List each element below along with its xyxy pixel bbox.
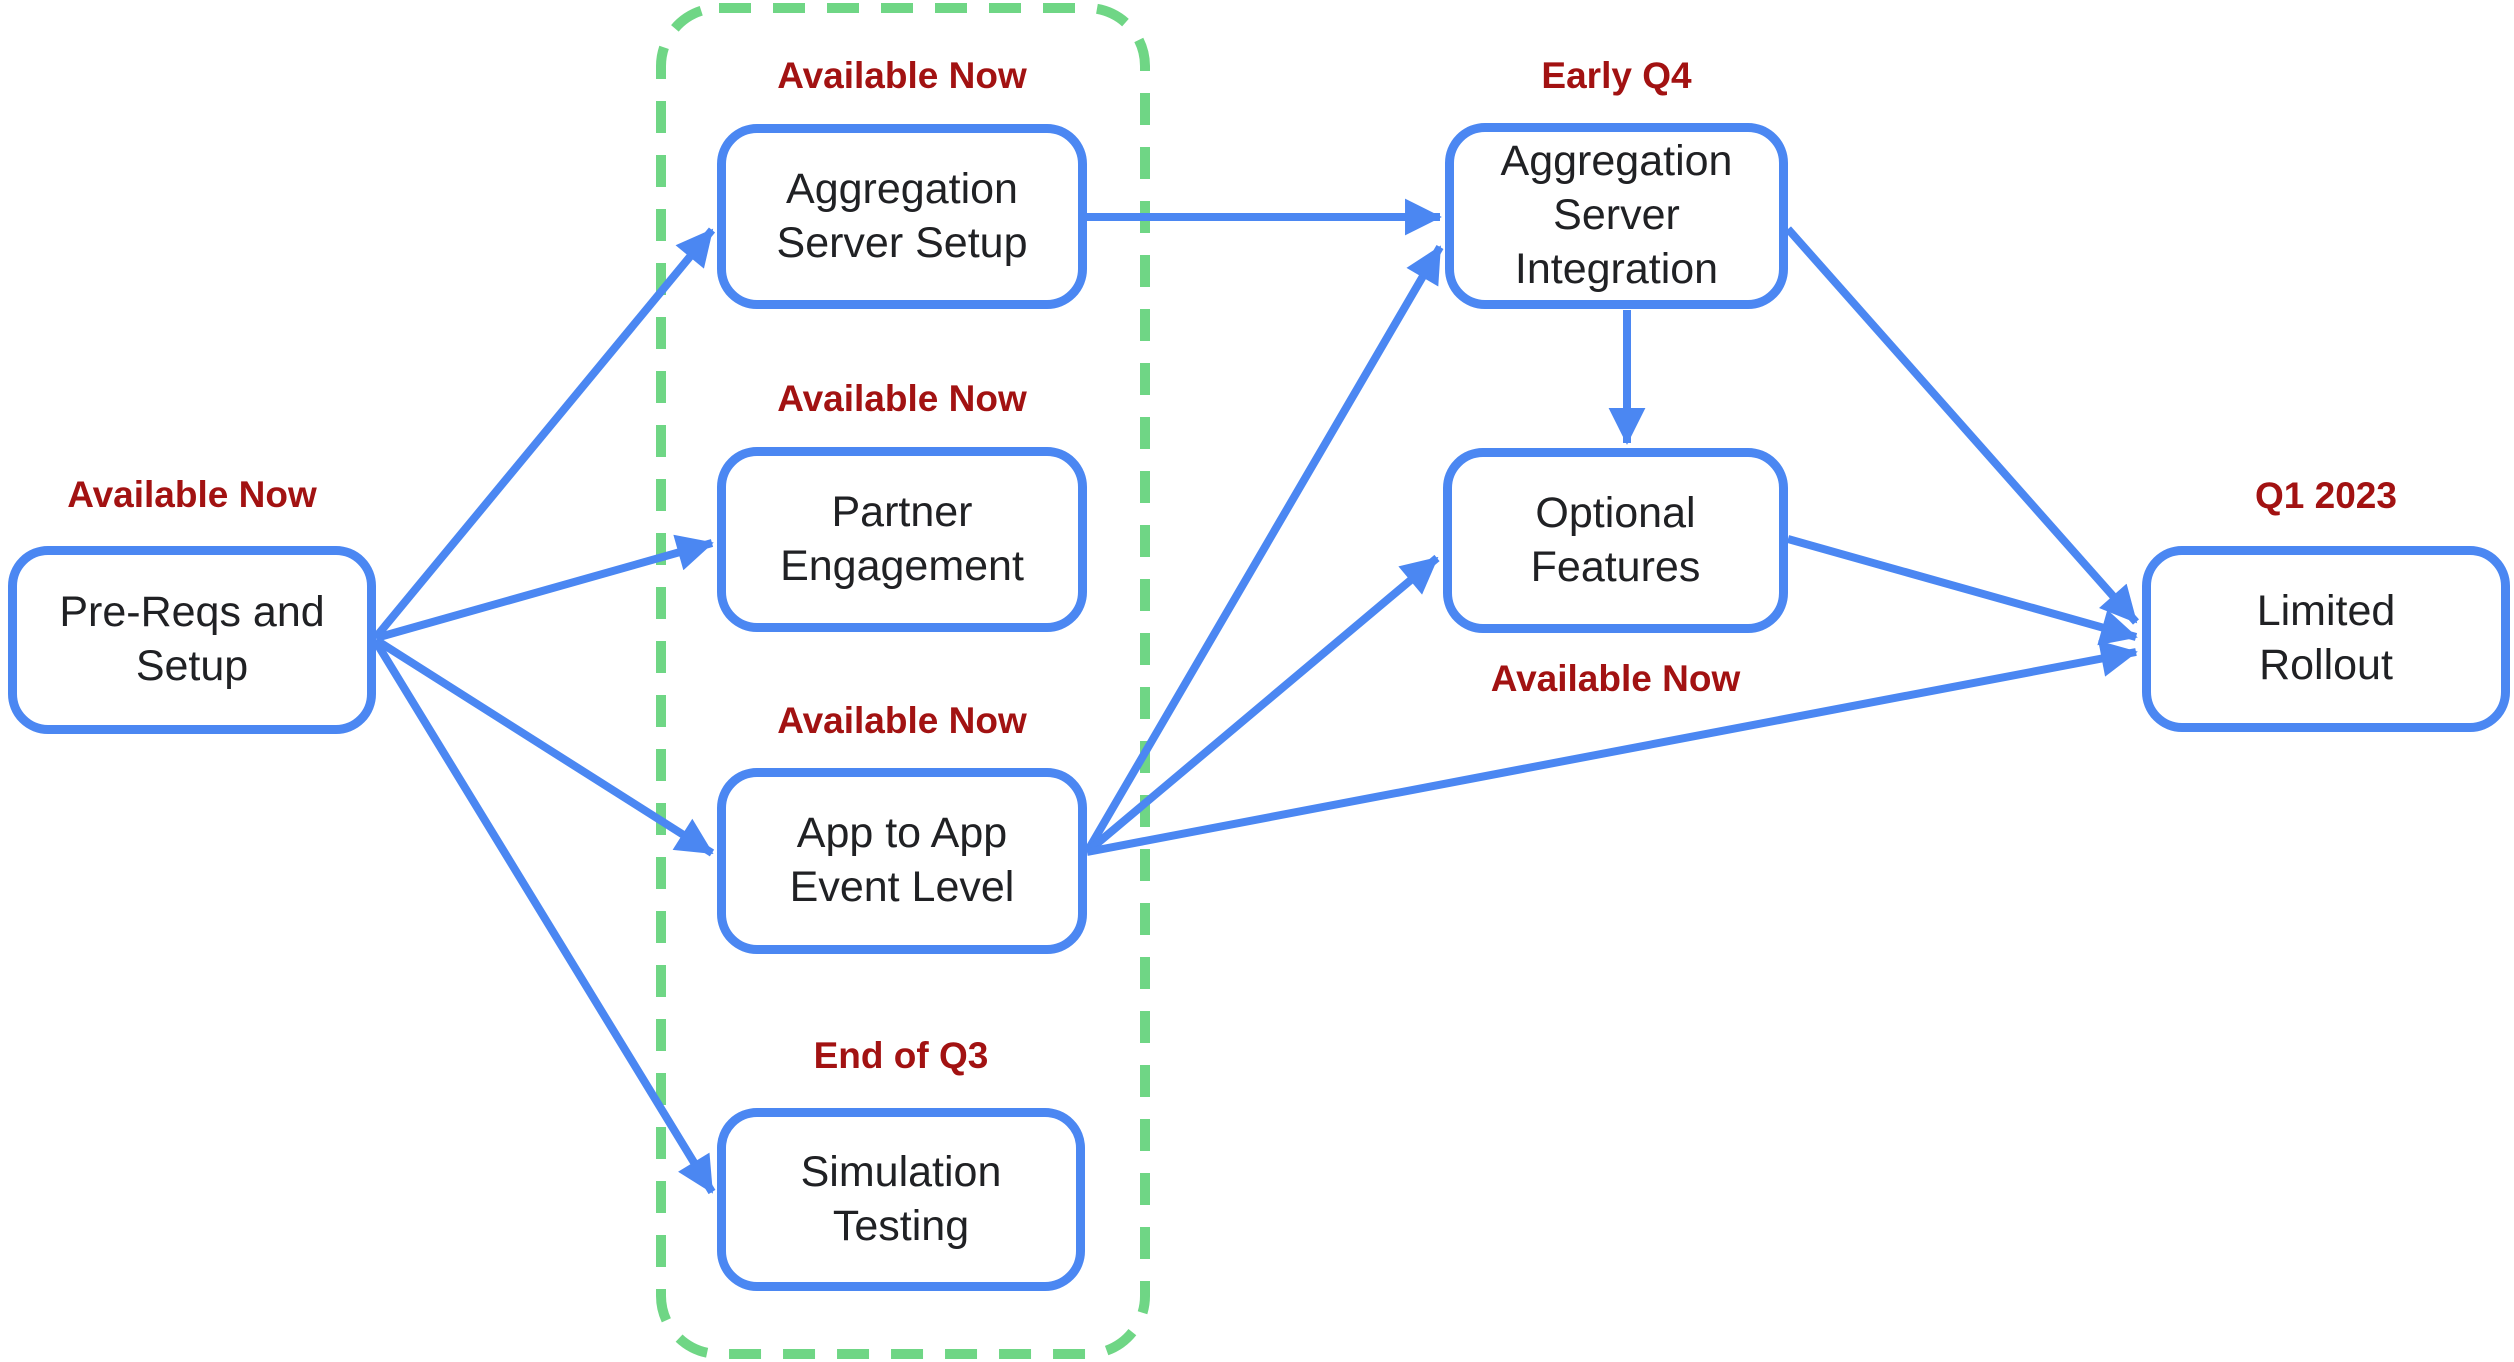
edge-app-to-app-to-limited-rollout xyxy=(1086,640,2138,856)
edge-pre-reqs-to-sim-testing xyxy=(372,639,716,1195)
node-simulation-testing: Simulation Testing xyxy=(717,1108,1085,1291)
node-partner-engagement: Partner Engagement xyxy=(717,447,1087,632)
node-aggregation-server-setup: Aggregation Server Setup xyxy=(717,124,1087,309)
node-label: Simulation Testing xyxy=(800,1147,1002,1250)
available-now-group-outline xyxy=(656,3,1150,1359)
edge-app-to-app-to-agg-integration xyxy=(1083,244,1444,855)
tag-agg-setup: Available Now xyxy=(777,55,1027,96)
edge-pre-reqs-to-partner xyxy=(374,534,714,642)
node-label: Optional Features xyxy=(1530,488,1701,591)
tag-optional: Available Now xyxy=(1490,658,1741,699)
node-app-to-app-event-level: App to App Event Level xyxy=(717,768,1087,954)
tag-partner: Available Now xyxy=(777,378,1027,419)
tag-sim-testing: End of Q3 xyxy=(813,1035,989,1076)
tag-pre-reqs: Available Now xyxy=(67,474,317,515)
edge-pre-reqs-to-agg-setup xyxy=(372,227,716,640)
edge-pre-reqs-to-app-to-app xyxy=(373,636,715,857)
node-label: Limited Rollout xyxy=(2256,587,2396,689)
node-pre-reqs-and-setup: Pre-Reqs and Setup xyxy=(8,546,376,734)
tag-app-to-app: Available Now xyxy=(777,700,1027,741)
edge-agg-integration-to-limited-rollout xyxy=(1785,226,2139,625)
node-label: Pre-Reqs and Setup xyxy=(59,588,325,690)
tag-limited-rollout: Q1 2023 xyxy=(2255,475,2397,516)
edge-optional-to-limited-rollout xyxy=(1786,535,2138,646)
tag-agg-integration: Early Q4 xyxy=(1541,55,1692,96)
edge-app-to-app-to-optional xyxy=(1084,554,1440,856)
node-label: App to App Event Level xyxy=(789,809,1015,911)
node-limited-rollout: Limited Rollout xyxy=(2142,546,2510,732)
node-aggregation-server-integration: Aggregation Server Integration xyxy=(1445,123,1788,309)
node-optional-features: Optional Features xyxy=(1443,448,1788,633)
node-label: Aggregation Server Integration xyxy=(1500,137,1733,293)
node-label: Aggregation Server Setup xyxy=(776,164,1028,267)
node-label: Partner Engagement xyxy=(780,487,1024,590)
